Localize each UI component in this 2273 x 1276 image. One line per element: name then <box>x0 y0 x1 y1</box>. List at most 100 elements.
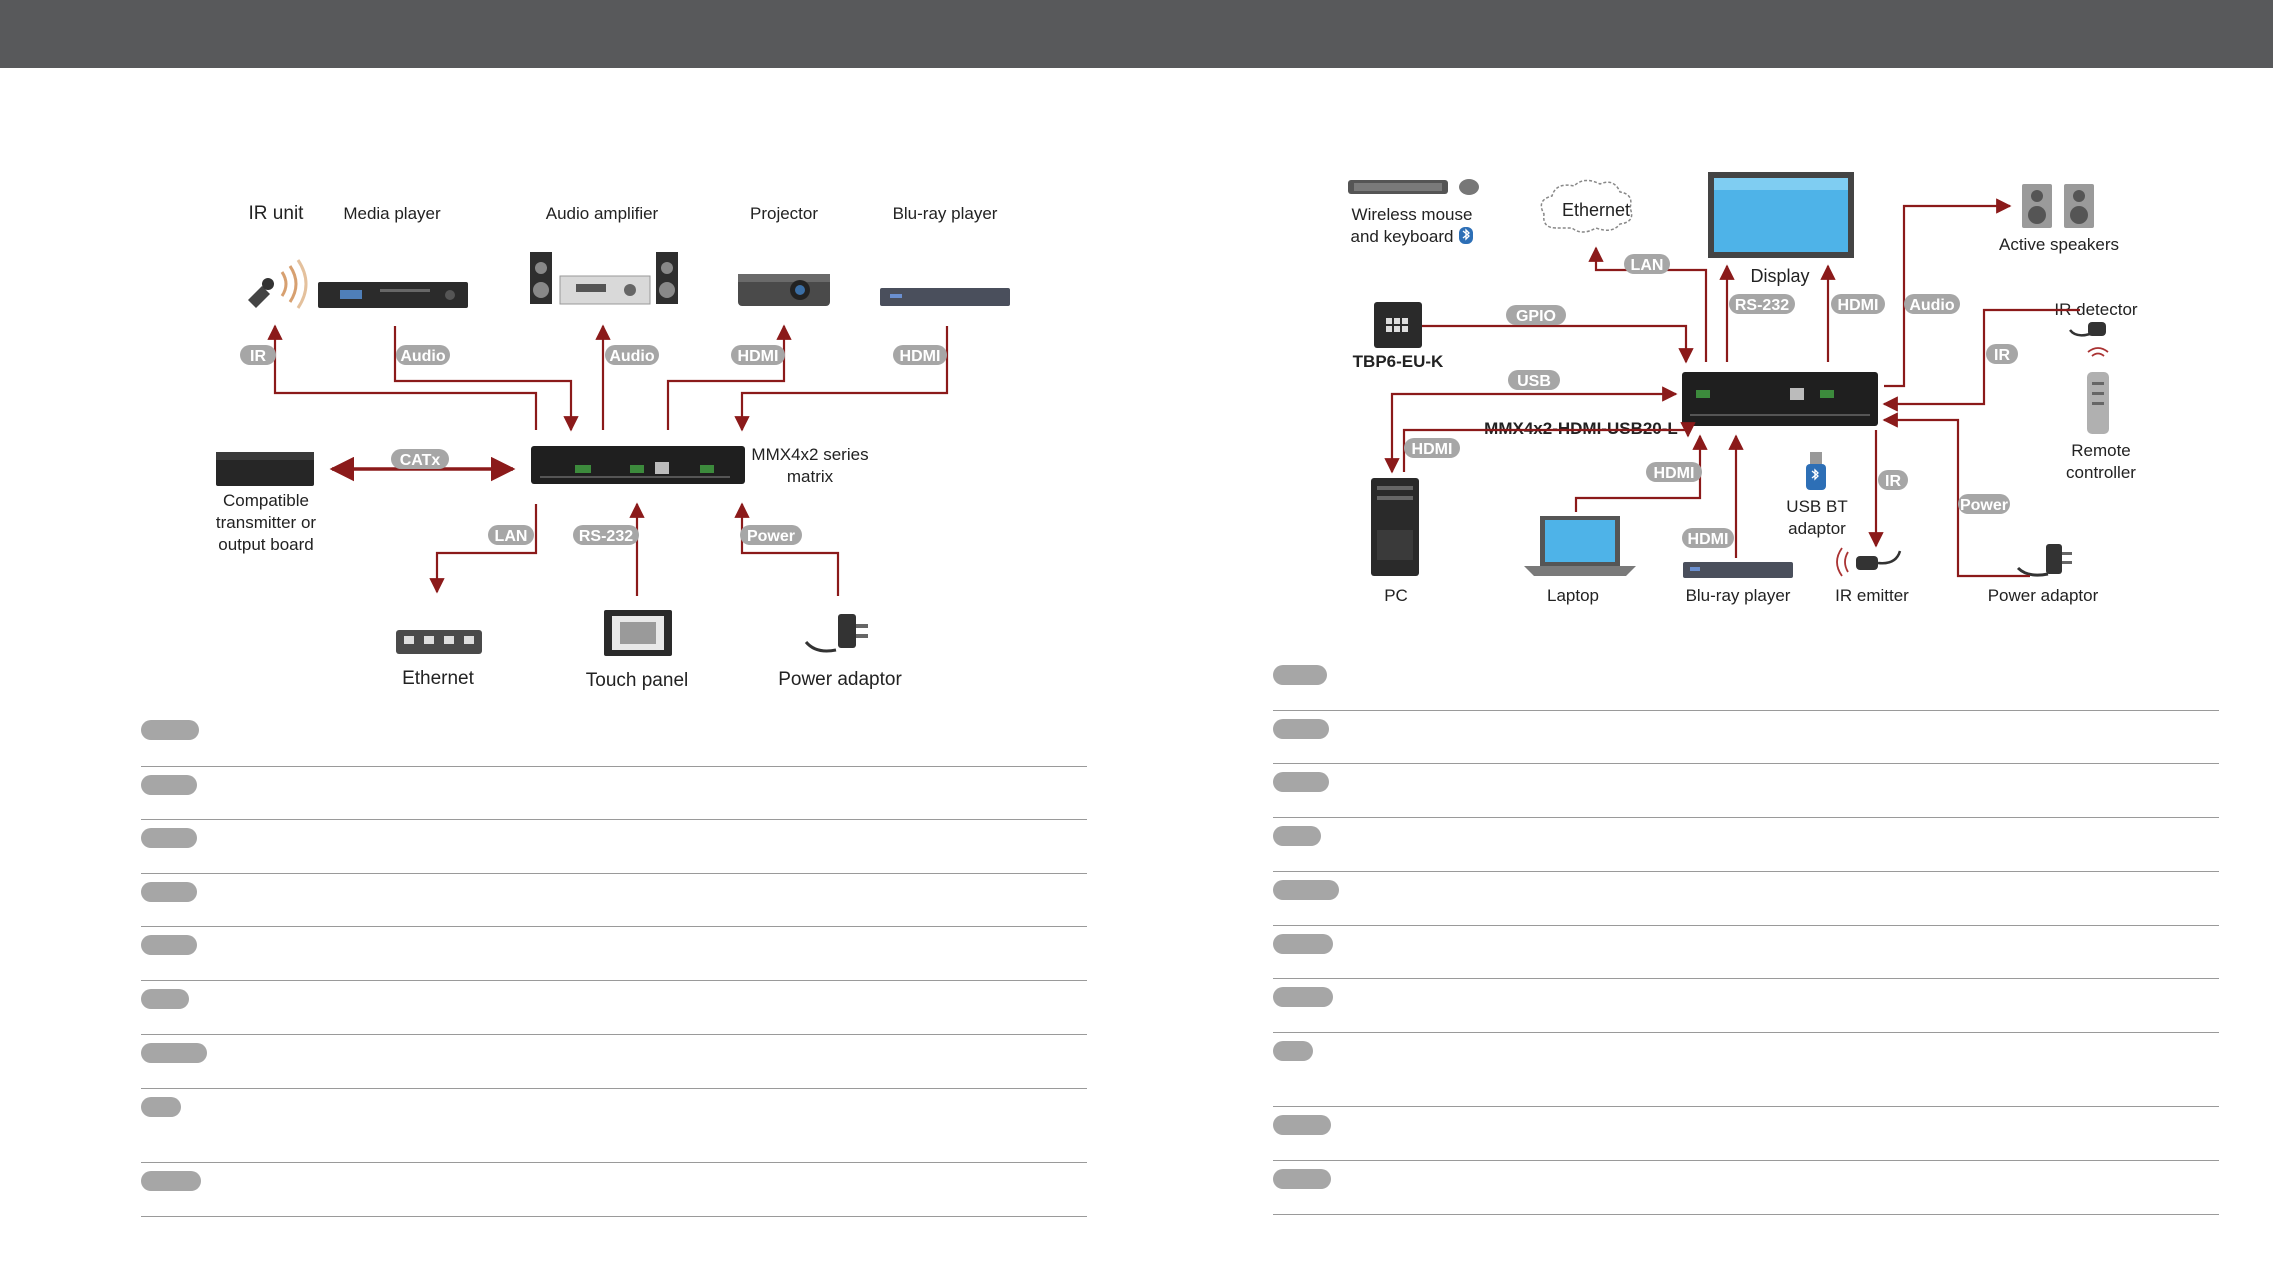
hdmi-projector-connection-arrow <box>666 324 792 430</box>
legend-pill <box>141 935 197 955</box>
bluray-player-icon <box>1683 562 1793 578</box>
svg-text:HDMI: HDMI <box>738 348 779 365</box>
legend-pill <box>1273 772 1329 792</box>
matrix-label-line2: matrix <box>787 467 834 486</box>
wireless-keyboard-mouse-icon <box>1348 179 1479 195</box>
laptop-icon <box>1524 516 1636 576</box>
matrix-label-line1: MMX4x2 series <box>751 445 868 464</box>
lan-connection-arrow <box>429 504 538 594</box>
ir-pill: IR <box>240 345 276 365</box>
ir-unit-label: IR unit <box>249 203 305 224</box>
svg-text:HDMI: HDMI <box>1412 441 1453 458</box>
lan-pill: LAN <box>1624 254 1670 274</box>
pc-tower-icon <box>1371 478 1419 576</box>
right-legend-list <box>1273 657 2219 1215</box>
legend-row <box>141 767 1087 820</box>
tbp6-keypad-icon <box>1374 302 1422 348</box>
legend-pill <box>1273 1115 1331 1135</box>
usb-bt-label-line1: USB BT <box>1786 497 1847 516</box>
svg-text:Audio: Audio <box>609 348 655 365</box>
gpio-connection-arrow <box>1422 324 1694 364</box>
legend-row <box>1273 1107 2219 1161</box>
legend-pill <box>141 828 197 848</box>
left-connection-diagram: IR unit Media player Audio amplifier Pro… <box>216 203 1010 691</box>
svg-text:CATx: CATx <box>400 452 441 469</box>
legend-row <box>141 712 1087 767</box>
projector-icon <box>738 274 830 306</box>
legend-pill <box>141 775 197 795</box>
svg-text:IR: IR <box>250 348 266 365</box>
hdmi-pc-connection-arrow <box>1402 422 1696 472</box>
hdmi-bluray-pill: HDMI <box>893 345 947 365</box>
svg-text:USB: USB <box>1517 373 1551 390</box>
legend-row <box>1273 979 2219 1033</box>
legend-pill <box>141 882 197 902</box>
legend-row <box>141 820 1087 874</box>
power-pill: Power <box>740 525 802 545</box>
compatible-transmitter-icon <box>216 452 314 486</box>
laptop-label: Laptop <box>1547 586 1599 605</box>
legend-row <box>141 927 1087 981</box>
hdmi-display-pill: HDMI <box>1831 294 1885 314</box>
ir-connection-arrow <box>267 324 538 430</box>
power-adaptor-icon <box>804 614 868 653</box>
ir-emitter-icon <box>1836 547 1902 577</box>
audio-connection-arrow <box>1884 198 2012 388</box>
svg-text:RS-232: RS-232 <box>1735 297 1789 314</box>
legend-row <box>1273 1161 2219 1215</box>
svg-text:Audio: Audio <box>400 348 446 365</box>
audio-amplifier-icon <box>530 252 678 305</box>
legend-pill <box>1273 826 1321 846</box>
bluetooth-icon <box>1459 227 1473 244</box>
svg-text:GPIO: GPIO <box>1516 308 1556 325</box>
legend-row <box>141 981 1087 1035</box>
legend-row <box>1273 926 2219 979</box>
legend-pill <box>1273 934 1333 954</box>
legend-row <box>1273 657 2219 711</box>
power-adaptor-label: Power adaptor <box>1988 586 2099 605</box>
svg-text:HDMI: HDMI <box>1838 297 1879 314</box>
legend-pill <box>141 1097 181 1117</box>
ethernet-label: Ethernet <box>402 668 475 689</box>
media-player-label: Media player <box>343 204 441 223</box>
power-adaptor-icon <box>2016 544 2072 577</box>
compatible-label-line1: Compatible <box>223 491 309 510</box>
legend-row <box>1273 711 2219 764</box>
usb-pill: USB <box>1508 370 1560 390</box>
ethernet-switch-icon <box>396 630 482 654</box>
active-speakers-icon <box>2022 184 2094 228</box>
display-icon <box>1708 172 1854 258</box>
ir-detector-label: IR detector <box>2054 300 2137 319</box>
svg-text:HDMI: HDMI <box>900 348 941 365</box>
svg-text:HDMI: HDMI <box>1688 531 1729 548</box>
svg-text:LAN: LAN <box>495 528 528 545</box>
legend-row <box>141 874 1087 927</box>
audio-media-pill: Audio <box>396 345 450 365</box>
svg-text:Power: Power <box>1960 497 2008 514</box>
usb-connection-arrow <box>1384 386 1678 474</box>
mmx4x2-hdmi-usb20-l-device <box>1682 372 1878 426</box>
audio-media-connection-arrow <box>393 326 579 432</box>
remote-label-line1: Remote <box>2071 441 2131 460</box>
legend-row <box>141 1035 1087 1089</box>
svg-text:LAN: LAN <box>1631 257 1664 274</box>
media-player-icon <box>318 282 468 308</box>
legend-pill <box>1273 1041 1313 1061</box>
legend-pill <box>1273 987 1333 1007</box>
rs232-pill: RS-232 <box>573 525 639 545</box>
ir-detector-icon <box>2069 322 2106 337</box>
legend-row <box>1273 872 2219 926</box>
wireless-label-line1: Wireless mouse <box>1352 205 1473 224</box>
projector-label: Projector <box>750 204 818 223</box>
bluray-player-icon <box>880 288 1010 306</box>
hdmi-projector-pill: HDMI <box>731 345 785 365</box>
legend-pill <box>141 989 189 1009</box>
ir-detector-connection-arrow <box>1882 308 2080 412</box>
svg-text:HDMI: HDMI <box>1654 465 1695 482</box>
legend-pill <box>141 720 199 740</box>
svg-text:IR: IR <box>1994 347 2010 364</box>
usb-bt-adaptor-icon <box>1806 452 1826 490</box>
power-adaptor-label: Power adaptor <box>778 669 902 690</box>
matrix-label: MMX4x2-HDMI-USB20-L <box>1484 419 1678 438</box>
legend-pill <box>141 1171 201 1191</box>
